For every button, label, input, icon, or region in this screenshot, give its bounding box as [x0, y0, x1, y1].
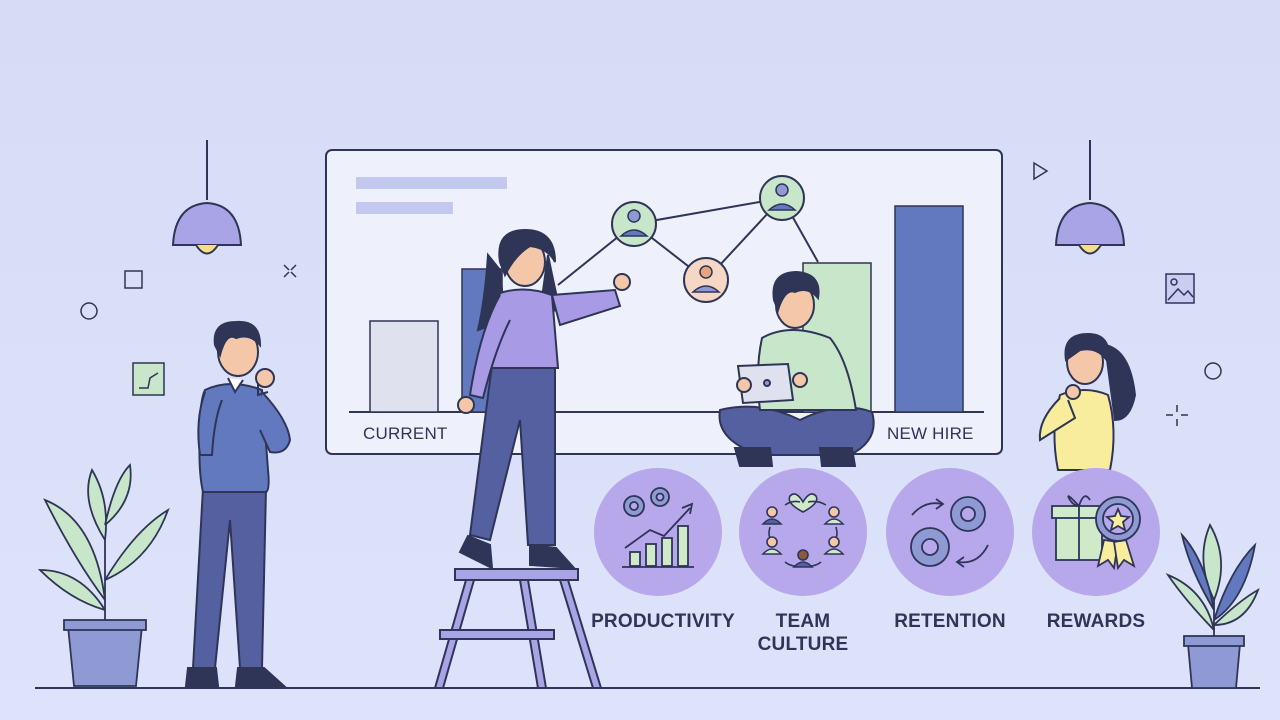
play-triangle-icon: [1033, 161, 1049, 181]
presentation-board: [325, 149, 1003, 455]
theme-label-team-culture: TEAM CULTURE: [757, 611, 849, 655]
bar-current: [369, 320, 439, 413]
plant-right-icon: [1165, 522, 1260, 689]
theme-label-productivity: PRODUCTIVITY: [591, 611, 735, 632]
decorations: [80, 161, 1222, 426]
board-label-current: CURRENT: [363, 424, 448, 443]
circle-icon-right: [1204, 362, 1222, 380]
bar-new-hire: [894, 205, 964, 413]
person-node-icon-2: [683, 257, 729, 303]
board-label-new-hire: NEW HIRE: [887, 424, 974, 443]
lamp-right-icon: [1054, 140, 1126, 255]
gift-award-ribbon-icon: [1051, 495, 1141, 571]
board-title-placeholder: [356, 177, 507, 189]
sparkle-icon: [283, 264, 297, 278]
mini-chart-card-icon: [132, 362, 165, 396]
person-node-icon-1: [611, 201, 657, 247]
team-circle-heart-icon: [761, 493, 845, 568]
theme-circle-team-culture: [739, 468, 867, 596]
theme-circle-productivity: [594, 468, 722, 596]
theme-label-retention: RETENTION: [894, 611, 1006, 632]
theme-circle-retention: [886, 468, 1014, 596]
person-node-icon-3: [759, 175, 805, 221]
image-frame-icon: [1165, 273, 1195, 304]
person-thinking-woman: [1038, 332, 1137, 471]
step-ladder: [433, 568, 603, 689]
retention-gears-cycle-icon: [910, 496, 989, 568]
plant-left-icon: [37, 463, 170, 687]
person-thinking-man: [184, 320, 292, 687]
productivity-chart-gears-icon: [622, 487, 694, 568]
board-subtitle-placeholder: [356, 202, 453, 214]
sparkle-icon-right: [1166, 405, 1188, 426]
person-seated-man-tablet: [718, 270, 875, 467]
lamp-left-icon: [171, 140, 243, 255]
square-icon: [124, 270, 143, 289]
circle-icon: [80, 302, 98, 320]
person-presenter-woman: [457, 228, 631, 570]
theme-label-rewards: REWARDS: [1046, 611, 1146, 632]
theme-circle-rewards: [1032, 468, 1160, 596]
